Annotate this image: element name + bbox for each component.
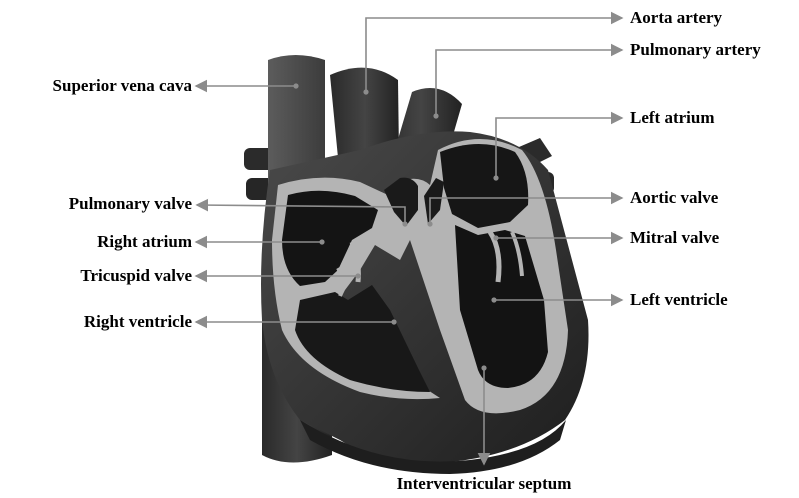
dot-interventricular-septum — [481, 365, 486, 370]
dot-left-ventricle — [491, 297, 496, 302]
dot-pulmonary-artery — [433, 113, 438, 118]
label-pulmonary-artery: Pulmonary artery — [630, 40, 761, 60]
dot-right-ventricle — [391, 319, 396, 324]
label-right-ventricle: Right ventricle — [4, 312, 192, 332]
label-left-ventricle: Left ventricle — [630, 290, 728, 310]
label-tricuspid-valve: Tricuspid valve — [4, 266, 192, 286]
dot-right-atrium — [319, 239, 324, 244]
label-mitral-valve: Mitral valve — [630, 228, 719, 248]
label-aortic-valve: Aortic valve — [630, 188, 718, 208]
label-right-atrium: Right atrium — [4, 232, 192, 252]
dot-mitral-valve — [493, 235, 498, 240]
dot-aortic-valve — [427, 221, 432, 226]
dot-aorta — [363, 89, 368, 94]
label-interventricular-septum: Interventricular septum — [334, 474, 634, 494]
dot-left-atrium — [493, 175, 498, 180]
dot-superior-vena-cava — [293, 83, 298, 88]
leader-pulmonary-artery — [436, 50, 622, 116]
label-superior-vena-cava: Superior vena cava — [4, 76, 192, 96]
label-pulmonary-valve: Pulmonary valve — [4, 194, 192, 214]
leader-aorta-artery — [366, 18, 622, 92]
dot-pulmonary-valve — [402, 221, 407, 226]
label-left-atrium: Left atrium — [630, 108, 715, 128]
dot-tricuspid-valve — [355, 273, 360, 278]
label-aorta-artery: Aorta artery — [630, 8, 722, 28]
